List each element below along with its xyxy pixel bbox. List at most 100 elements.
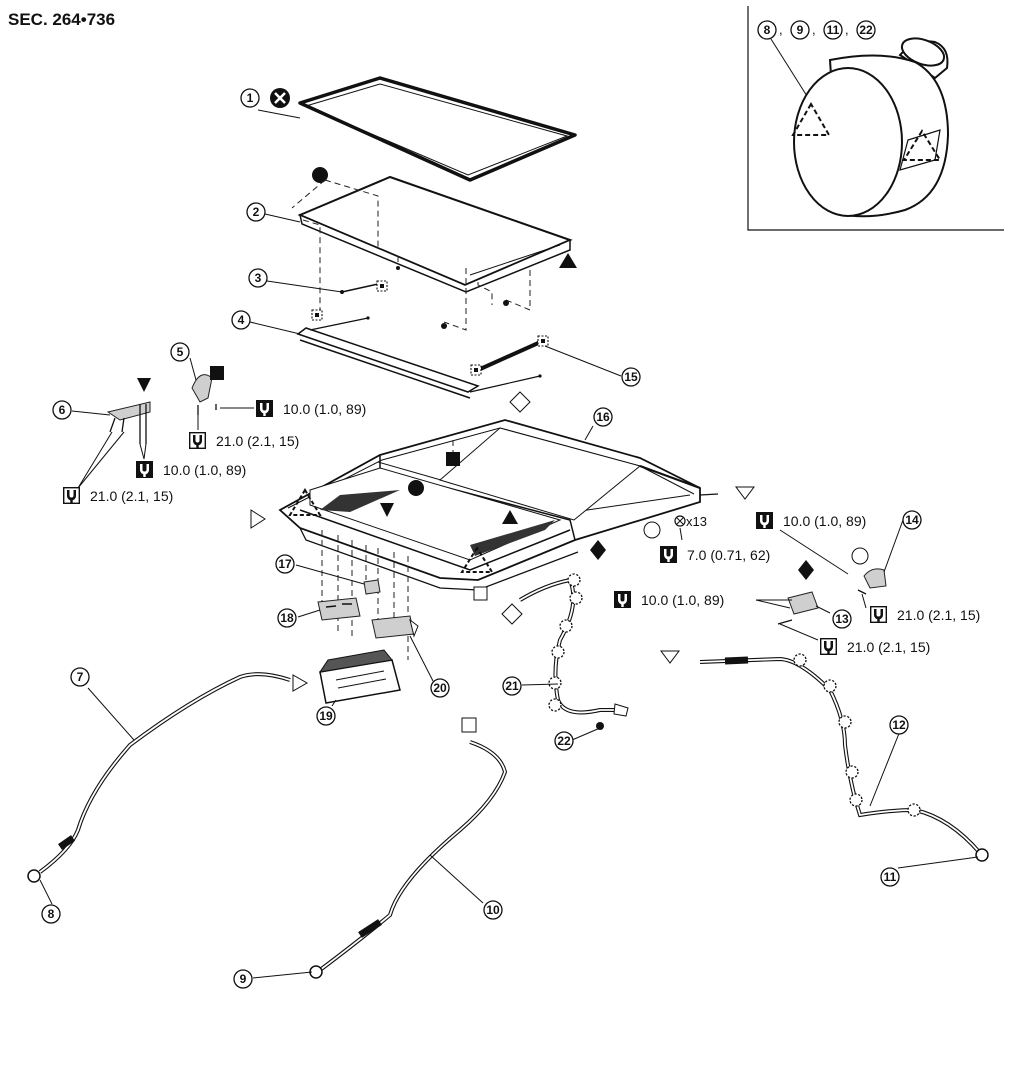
svg-text:14: 14 [905, 513, 919, 527]
part-7-drain-hose [27, 672, 291, 883]
part-13-bracket [777, 591, 819, 625]
symbol-open-triangle-down-2 [660, 650, 680, 664]
svg-text:3: 3 [255, 271, 262, 285]
callout-10: 10 [483, 900, 503, 920]
svg-text:1: 1 [247, 91, 254, 105]
symbol-open-diamond-1 [509, 391, 531, 413]
inset-label-22: 22 [859, 23, 873, 37]
svg-text:22: 22 [557, 734, 571, 748]
inset-callout-group: 8 , 9 , 11 , 22 [757, 20, 876, 40]
svg-text:19: 19 [319, 709, 333, 723]
svg-text:10.0 (1.0, 89): 10.0 (1.0, 89) [783, 513, 866, 529]
no-reuse-icon [270, 88, 290, 108]
frame-screw-symbol [674, 515, 686, 527]
torque-spec-6-bottom: 21.0 (2.1, 15) [63, 487, 173, 504]
part-19-control-unit [318, 649, 401, 704]
svg-text:11: 11 [884, 870, 897, 884]
svg-text:17: 17 [278, 557, 292, 571]
symbol-filled-diamond-2 [798, 560, 814, 580]
symbol-filled-triangle-down-2 [380, 503, 394, 517]
torque-spec-6-top: 10.0 (1.0, 89) [136, 461, 246, 478]
symbol-filled-triangle-1 [559, 253, 577, 268]
part-3-lid-stud [311, 266, 509, 329]
inset-bubble-9 [790, 20, 810, 40]
inset-label-9: 9 [797, 23, 804, 37]
part-20-motor [371, 615, 419, 639]
inset-sep-3: , [845, 22, 849, 37]
svg-text:7.0 (0.71, 62): 7.0 (0.71, 62) [687, 547, 770, 563]
part-14-bracket [857, 568, 887, 595]
part-18-motor-bracket [317, 597, 361, 621]
svg-text:4: 4 [238, 313, 245, 327]
symbol-filled-square-2 [446, 452, 460, 466]
torque-spec-16: 7.0 (0.71, 62) [660, 546, 770, 563]
symbol-open-triangle-left [250, 509, 266, 529]
torque-wrench-icon [756, 512, 773, 529]
inset-warning-triangle-2 [902, 129, 942, 161]
callout-4: 4 [231, 310, 251, 330]
part-5-bracket [191, 374, 217, 415]
svg-text:21.0 (2.1, 15): 21.0 (2.1, 15) [847, 639, 930, 655]
part-6-bracket [106, 401, 151, 444]
callout-18: 18 [277, 608, 297, 628]
inset-bubble-8 [757, 20, 777, 40]
torque-wrench-icon [614, 591, 631, 608]
symbol-filled-circle-1 [312, 167, 328, 183]
callout-2: 2 [246, 202, 266, 222]
svg-text:9: 9 [240, 972, 247, 986]
svg-text:7: 7 [77, 670, 84, 684]
part-17-connector [363, 579, 381, 595]
leader-lines [39, 109, 979, 979]
svg-text:5: 5 [177, 345, 184, 359]
inset-sep-2: , [812, 22, 816, 37]
symbol-open-circle-2 [851, 547, 869, 565]
callout-20: 20 [430, 678, 450, 698]
callout-16: 16 [593, 407, 613, 427]
callout-19: 19 [316, 706, 336, 726]
inset-detail: 8 , 9 , 11 , 22 [747, 6, 1004, 231]
screw-quantity: x13 [686, 514, 707, 529]
symbol-filled-square-1 [210, 366, 224, 380]
symbol-open-circle-1 [643, 521, 661, 539]
svg-text:18: 18 [280, 611, 294, 625]
inset-warning-triangle-1 [791, 102, 831, 136]
callout-11: 11 [880, 867, 900, 887]
part-22-plug [596, 722, 604, 730]
svg-text:10.0 (1.0, 89): 10.0 (1.0, 89) [283, 401, 366, 417]
part-2-glass-lid [297, 175, 573, 293]
callout-21: 21 [502, 676, 522, 696]
svg-text:21: 21 [505, 679, 519, 693]
part-16-sunroof-frame [278, 419, 719, 591]
part-21-drain-hose [518, 573, 629, 717]
svg-text:20: 20 [433, 681, 447, 695]
callout-6: 6 [52, 400, 72, 420]
svg-text:6: 6 [59, 403, 66, 417]
svg-text:16: 16 [596, 410, 610, 424]
svg-text:10: 10 [486, 903, 500, 917]
inset-bubble-11 [823, 20, 843, 40]
inset-leader [770, 38, 813, 105]
torque-spec-5-bottom: 21.0 (2.1, 15) [188, 432, 299, 449]
part-15-wind-deflector-bracket [470, 335, 549, 376]
part-10-drain-hose [309, 740, 508, 979]
frame-warning-triangle-2 [460, 546, 494, 573]
callout-7: 7 [70, 667, 90, 687]
torque-spec-14-bottom: 21.0 (2.1, 15) [870, 606, 980, 623]
callout-12: 12 [889, 715, 909, 735]
svg-text:2: 2 [253, 205, 260, 219]
symbol-open-triangle-left-2 [292, 674, 309, 692]
callout-1: 1 [240, 88, 260, 108]
frame-warning-triangle-1 [288, 488, 322, 516]
svg-text:10.0 (1.0, 89): 10.0 (1.0, 89) [641, 592, 724, 608]
symbol-open-square-1 [473, 586, 488, 601]
svg-text:13: 13 [835, 612, 849, 626]
inset-label-8: 8 [764, 23, 771, 37]
callout-5: 5 [170, 342, 190, 362]
svg-text:10.0 (1.0, 89): 10.0 (1.0, 89) [163, 462, 246, 478]
symbol-filled-circle-2 [408, 480, 424, 496]
torque-wrench-icon [820, 638, 837, 655]
torque-spec-13-bottom: 21.0 (2.1, 15) [820, 638, 930, 655]
inset-frame [747, 6, 1004, 231]
